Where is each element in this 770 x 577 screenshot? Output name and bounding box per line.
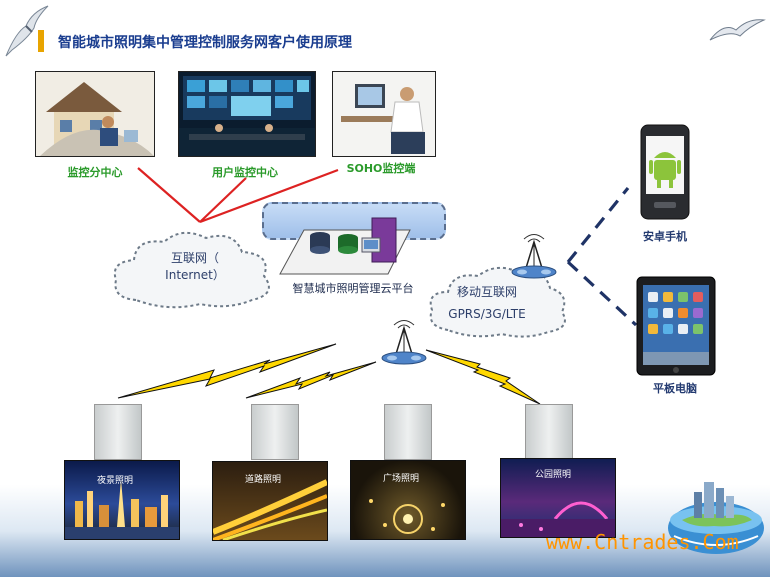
scene-night: 夜景照明 (64, 460, 180, 540)
seagull-icon (709, 19, 766, 41)
user-monitor-photo (178, 71, 316, 157)
internet-cloud (113, 231, 270, 309)
scene-square: 广场照明 (350, 460, 466, 540)
watermark-text: www.Cntrades.Com (546, 530, 739, 554)
scene-square-label: 广场照明 (383, 474, 420, 484)
scene-park: 公园照明 (500, 458, 616, 538)
monitor-branch-label: 监控分中心 (67, 166, 123, 179)
controller-box (94, 404, 142, 460)
page-title: 智能城市照明集中管理控制服务网客户使用原理 (58, 35, 352, 51)
mobile-cloud-label: 移动互联网 GPRS/3G/LTE (432, 284, 542, 323)
internet-cloud-label: 互联网（ Internet） (140, 250, 250, 284)
base-station-icon (511, 234, 557, 279)
mobile-cloud-line1: 移动互联网 (456, 285, 517, 299)
soho-label: SOHO监控端 (346, 162, 416, 175)
scene-road: 道路照明 (212, 461, 328, 541)
android-phone-graphic (640, 124, 690, 220)
scene-road-label: 道路照明 (245, 475, 282, 485)
lightning-links (117, 343, 541, 405)
base-station-icon (381, 320, 427, 365)
scene-night-label: 夜景照明 (97, 476, 134, 486)
controller-box (384, 404, 432, 460)
wireless-links (566, 186, 638, 327)
tablet-label: 平板电脑 (653, 382, 697, 395)
controller-box (251, 404, 299, 460)
tablet-graphic (636, 276, 716, 376)
scene-park-label: 公园照明 (535, 470, 572, 480)
platform-servers-graphic (279, 217, 411, 275)
mobile-cloud-line2: GPRS/3G/LTE (448, 307, 526, 321)
android-phone-label: 安卓手机 (643, 230, 687, 243)
platform-label: 智慧城市照明管理云平台 (292, 282, 414, 295)
internet-cloud-line2: Internet） (165, 268, 225, 282)
soho-photo (332, 71, 436, 157)
internet-cloud-line1: 互联网（ (170, 251, 219, 265)
monitor-branch-photo (35, 71, 155, 157)
title-accent-bar (38, 30, 44, 52)
user-monitor-label: 用户监控中心 (212, 166, 278, 179)
city-globe-graphic (668, 482, 764, 554)
seagull-icon (5, 5, 49, 57)
internet-links (137, 167, 339, 224)
controller-box (525, 404, 573, 460)
